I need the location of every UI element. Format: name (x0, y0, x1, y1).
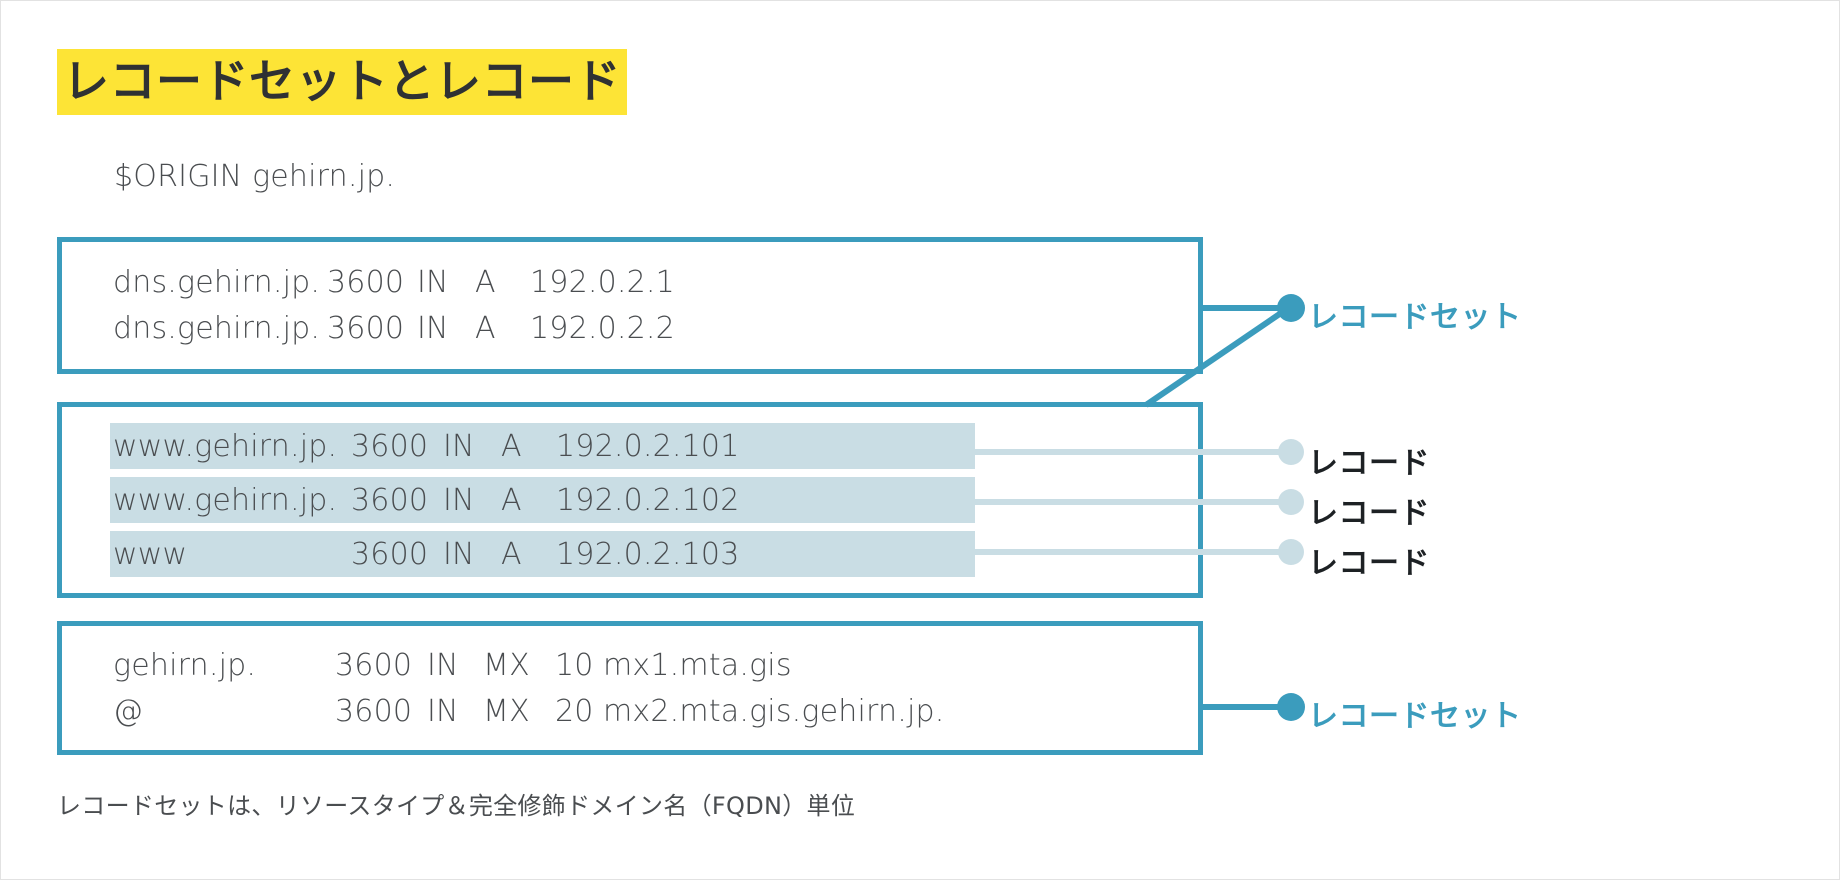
label-record-1: レコード (1308, 446, 1430, 481)
record-ttl: 3600 (327, 265, 405, 300)
record-row: dns.gehirn.jp. 3600 IN A 192.0.2.2 (62, 306, 1198, 352)
record-class: IN (443, 536, 475, 572)
origin-directive: $ORIGIN gehirn.jp. (114, 159, 396, 194)
record-row-highlighted: www 3600 IN A 192.0.2.103 (110, 531, 975, 577)
record-row: gehirn.jp. 3600 IN MX 10 mx1.mta.gis (62, 642, 1198, 688)
record-row: @ 3600 IN MX 20 mx2.mta.gis.gehirn.jp. (62, 688, 1198, 734)
record-data: 192.0.2.101 (556, 428, 740, 464)
record-class: IN (417, 311, 449, 346)
record-name: www (113, 536, 188, 572)
record-ttl: 3600 (351, 536, 429, 572)
record-ttl: 3600 (351, 482, 429, 518)
record-row-highlighted: www.gehirn.jp. 3600 IN A 192.0.2.101 (110, 423, 975, 469)
recordset-box-www: www.gehirn.jp. 3600 IN A 192.0.2.101 www… (57, 402, 1203, 598)
page-title-wrapper: レコードセットとレコード (57, 48, 627, 116)
record-name: www.gehirn.jp. (113, 428, 338, 464)
record-ttl: 3600 (351, 428, 429, 464)
record-class: IN (417, 265, 449, 300)
record-row-highlighted: www.gehirn.jp. 3600 IN A 192.0.2.102 (110, 477, 975, 523)
record-class: IN (443, 482, 475, 518)
record-row: dns.gehirn.jp. 3600 IN A 192.0.2.1 (62, 260, 1198, 306)
record-type: MX (483, 647, 530, 683)
record-type: A (475, 265, 496, 300)
record-name: @ (113, 693, 144, 729)
record-class: IN (443, 428, 475, 464)
footer-caption: レコードセットは、リソースタイプ＆完全修飾ドメイン名（FQDN）単位 (57, 792, 856, 820)
record-type: A (475, 311, 496, 346)
record-leader-dot-3 (1278, 539, 1304, 565)
record-data: mx1.mta.gis (603, 647, 792, 683)
recordset-box-mx: gehirn.jp. 3600 IN MX 10 mx1.mta.gis @ 3… (57, 621, 1203, 755)
record-list-mx: gehirn.jp. 3600 IN MX 10 mx1.mta.gis @ 3… (62, 626, 1198, 750)
record-preference: 20 (555, 693, 594, 729)
record-preference: 10 (555, 647, 594, 683)
record-leader-dot-1 (1278, 439, 1304, 465)
record-data: 192.0.2.1 (530, 265, 675, 300)
record-name: dns.gehirn.jp. (113, 311, 321, 346)
label-recordset-2: レコードセット (1308, 699, 1522, 734)
record-type: A (501, 482, 522, 518)
record-data: mx2.mta.gis.gehirn.jp. (603, 693, 945, 729)
label-record-2: レコード (1308, 496, 1430, 531)
recordset-leader-dot-2 (1277, 693, 1305, 721)
recordset-box-dns: dns.gehirn.jp. 3600 IN A 192.0.2.1 dns.g… (57, 237, 1203, 374)
record-data: 192.0.2.2 (530, 311, 675, 346)
record-name: www.gehirn.jp. (113, 482, 338, 518)
record-ttl: 3600 (335, 647, 413, 683)
record-data: 192.0.2.102 (556, 482, 740, 518)
recordset-leader-dot-1 (1277, 294, 1305, 322)
page-title: レコードセットとレコード (57, 48, 627, 116)
record-type: MX (483, 693, 530, 729)
label-record-3: レコード (1308, 546, 1430, 581)
record-data: 192.0.2.103 (556, 536, 740, 572)
record-name: dns.gehirn.jp. (113, 265, 321, 300)
record-class: IN (427, 647, 459, 683)
record-class: IN (427, 693, 459, 729)
record-ttl: 3600 (335, 693, 413, 729)
record-type: A (501, 428, 522, 464)
record-list-www: www.gehirn.jp. 3600 IN A 192.0.2.101 www… (62, 407, 1198, 593)
record-name: gehirn.jp. (113, 647, 257, 683)
record-type: A (501, 536, 522, 572)
record-ttl: 3600 (327, 311, 405, 346)
label-recordset-1: レコードセット (1308, 300, 1522, 335)
record-leader-dot-2 (1278, 489, 1304, 515)
record-list-dns: dns.gehirn.jp. 3600 IN A 192.0.2.1 dns.g… (62, 242, 1198, 369)
